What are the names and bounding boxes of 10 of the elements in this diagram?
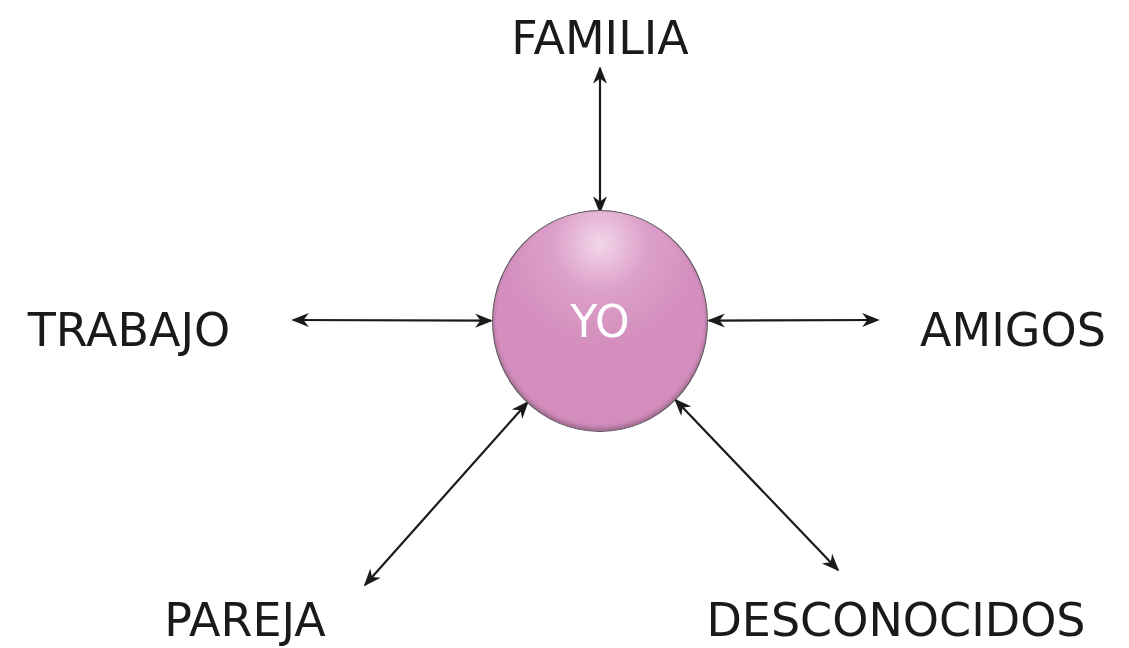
double-arrow (291, 313, 493, 328)
double-arrow (363, 401, 529, 587)
node-label: AMIGOS (900, 302, 1126, 358)
node-label: DESCONOCIDOS (664, 592, 1128, 648)
node-label: TRABAJO (6, 302, 252, 358)
node-label: YO (570, 295, 630, 347)
node-label: FAMILIA (490, 10, 710, 66)
double-arrow (707, 313, 880, 328)
double-arrow (674, 398, 840, 572)
node-label: PAREJA (150, 592, 340, 648)
